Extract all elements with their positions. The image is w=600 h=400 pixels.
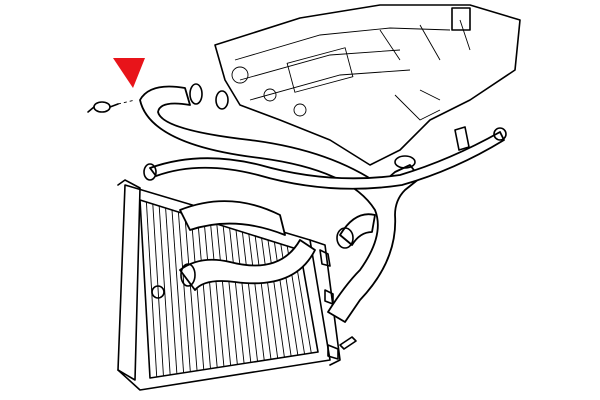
radiator-fin	[190, 215, 205, 370]
radiator	[117, 179, 357, 391]
upper-hose	[139, 83, 421, 323]
hose-clamp	[87, 99, 136, 113]
radiator-fin	[145, 201, 158, 377]
radiator-fin	[241, 231, 258, 362]
pointer-arrow-icon	[113, 58, 145, 88]
radiator-fin	[209, 221, 225, 367]
radiator-fin	[254, 235, 272, 360]
radiator-fin	[216, 223, 232, 366]
radiator-fin	[261, 237, 279, 359]
bypass-pipe	[143, 126, 507, 190]
radiator-fin	[165, 207, 178, 374]
radiator-fin	[139, 199, 151, 379]
radiator-fin	[177, 211, 191, 372]
engine	[214, 4, 521, 166]
radiator-fin	[184, 213, 198, 371]
radiator-fin	[267, 239, 285, 358]
radiator-fin	[203, 219, 218, 368]
radiator-fin	[158, 205, 171, 375]
radiator-fin	[222, 225, 238, 365]
radiator-fin	[235, 229, 252, 363]
radiator-fin	[197, 217, 211, 369]
radiator-fins	[139, 199, 319, 379]
lower-hose	[179, 213, 376, 291]
radiator-fin	[171, 209, 185, 373]
radiator-fin	[229, 227, 245, 364]
radiator-fin	[248, 233, 265, 361]
radiator-fin	[152, 203, 164, 376]
